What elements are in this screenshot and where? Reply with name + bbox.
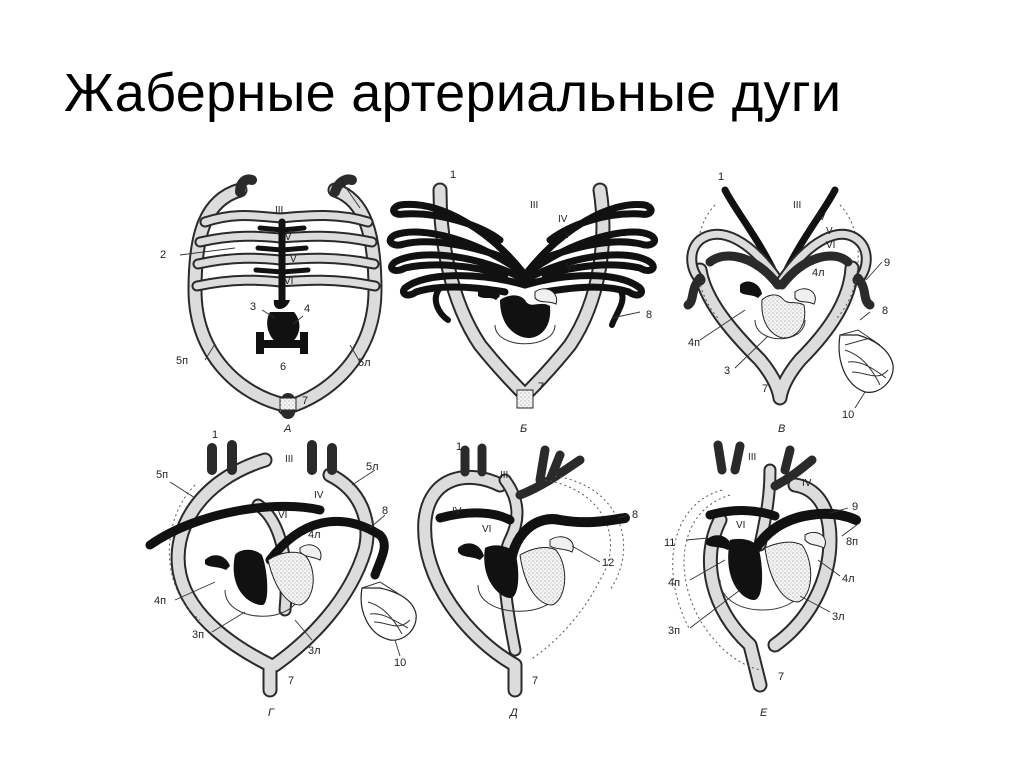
panel-d-label-8: 8 bbox=[632, 509, 638, 521]
panel-g-label-8: 8 bbox=[382, 505, 388, 517]
panel-a-arch-vi: VI bbox=[284, 276, 293, 287]
panel-v-label-7: 7 bbox=[762, 383, 768, 395]
panel-b-label-1: 1 bbox=[450, 169, 456, 181]
panel-d: 1 III IV VI 8 12 7 Д bbox=[417, 441, 638, 719]
panel-d-heart bbox=[458, 536, 574, 612]
panel-v-arches bbox=[683, 186, 875, 310]
panel-g-dark-arches bbox=[145, 501, 389, 580]
panel-e-heart bbox=[706, 531, 826, 611]
panel-a-arch-iv: IV bbox=[282, 232, 292, 243]
panel-e-arch-vi: VI bbox=[736, 520, 745, 531]
panel-g-label-5l: 5л bbox=[366, 461, 379, 473]
panel-v-arch-iv: IV bbox=[816, 212, 826, 223]
panel-v-lung bbox=[838, 329, 894, 393]
panel-a-label-1: 1 bbox=[340, 177, 346, 189]
panel-b-arch-iii: III bbox=[530, 200, 538, 211]
panel-g-arch-iii: III bbox=[285, 454, 293, 465]
panel-g-label-3l: 3л bbox=[308, 645, 321, 657]
panel-v: 1 III IV V VI 4л 9 8 4п 3 7 10 В bbox=[683, 171, 894, 435]
panel-v-outer-vessels bbox=[692, 204, 860, 406]
panel-e-label-3l: 3л bbox=[832, 611, 845, 623]
panel-e-label-7: 7 bbox=[778, 671, 784, 683]
panel-e-label-4p: 4п bbox=[668, 577, 680, 589]
panel-g-label-5p: 5п bbox=[156, 469, 168, 481]
panel-b-heart bbox=[478, 285, 558, 345]
panel-a-letter: А bbox=[283, 423, 291, 435]
panel-a-label-7: 7 bbox=[302, 395, 308, 407]
panel-a-label-4: 4 bbox=[304, 303, 310, 315]
panel-v-label-1: 1 bbox=[718, 171, 724, 183]
panel-g-label-4l: 4л bbox=[308, 529, 321, 541]
panel-b-label-7: 7 bbox=[538, 381, 544, 393]
panel-d-letter: Д bbox=[508, 707, 518, 719]
panel-b-arch-v: V bbox=[564, 230, 571, 241]
panel-g-label-1: 1 bbox=[212, 429, 218, 441]
panel-e-label-3p: 3п bbox=[668, 625, 680, 637]
panel-d-arch-iv: IV bbox=[452, 506, 462, 517]
panel-e-label-9: 9 bbox=[852, 501, 858, 513]
panel-a-label-3: 3 bbox=[250, 301, 256, 313]
panel-d-label-12: 12 bbox=[602, 557, 614, 569]
panel-v-label-9: 9 bbox=[884, 257, 890, 269]
panel-d-dark-arches bbox=[435, 508, 630, 580]
panel-v-letter: В bbox=[778, 423, 785, 435]
panel-g-arch-iv: IV bbox=[314, 490, 324, 501]
panel-g-label-7: 7 bbox=[288, 675, 294, 687]
panel-a-heart bbox=[253, 218, 311, 354]
panel-e-label-8p: 8п bbox=[846, 536, 858, 548]
panel-g-lung bbox=[360, 581, 417, 641]
panel-g-arch-vi: VI bbox=[278, 510, 287, 521]
panel-a-outer-vessels bbox=[187, 174, 383, 419]
panel-g-label-3p: 3п bbox=[192, 629, 204, 641]
panel-d-outer-vessels bbox=[417, 443, 625, 698]
panel-v-arch-v: V bbox=[826, 226, 833, 237]
panel-b: 1 III IV V VI 8 7 Б bbox=[386, 169, 658, 435]
panel-g-outer-vessels bbox=[168, 440, 375, 698]
panel-v-arch-vi: VI bbox=[826, 240, 835, 251]
panel-g-letter: Г bbox=[268, 707, 275, 719]
panel-v-label-4p: 4п bbox=[688, 337, 700, 349]
panel-v-label-4l: 4л bbox=[812, 267, 825, 279]
slide-title: Жаберные артериальные дуги bbox=[64, 63, 842, 123]
panel-b-label-8: 8 bbox=[646, 309, 652, 321]
panel-v-label-8: 8 bbox=[882, 305, 888, 317]
panel-e-arch-iii: III bbox=[748, 452, 756, 463]
panel-a-label-5p: 5п bbox=[176, 355, 188, 367]
panel-e-label-4l: 4л bbox=[842, 573, 855, 585]
panel-a-arch-iii: III bbox=[275, 205, 283, 216]
panel-b-arch-vi: VI bbox=[566, 262, 575, 273]
panel-b-arches bbox=[386, 200, 658, 328]
panel-d-arch-iii: III bbox=[500, 470, 508, 481]
panel-a-label-5l: 5л bbox=[358, 357, 371, 369]
panel-d-label-1: 1 bbox=[456, 441, 462, 453]
panel-a: 1 2 III IV V VI 3 4 5п 5л 6 7 А bbox=[160, 174, 383, 435]
panel-g-label-4p: 4п bbox=[154, 595, 166, 607]
panel-d-label-7: 7 bbox=[532, 675, 538, 687]
panel-v-label-10: 10 bbox=[842, 409, 854, 421]
panel-v-label-3: 3 bbox=[724, 365, 730, 377]
panel-a-label-2: 2 bbox=[160, 249, 166, 261]
panel-v-arch-iii: III bbox=[793, 200, 801, 211]
panel-g: 1 III 5п 5л IV VI 8 4л 4п 3п 3л 10 7 Г bbox=[145, 429, 417, 719]
panel-e-letter: Е bbox=[760, 707, 768, 719]
panel-g-label-10: 10 bbox=[394, 657, 406, 669]
panel-g-heart bbox=[205, 544, 322, 617]
panel-e-arch-iv: IV bbox=[802, 478, 812, 489]
panel-e-label-11: 11 bbox=[664, 537, 675, 549]
panel-e: III IV 9 8п 11 VI 4п 4л 3п 3л 7 Е bbox=[664, 440, 861, 719]
panel-d-arch-vi: VI bbox=[482, 524, 491, 535]
panel-b-arch-iv: IV bbox=[558, 214, 568, 225]
panel-a-arch-v: V bbox=[290, 254, 297, 265]
panel-b-letter: Б bbox=[520, 423, 527, 435]
panel-a-label-6: 6 bbox=[280, 361, 286, 373]
panel-v-heart bbox=[740, 281, 816, 340]
